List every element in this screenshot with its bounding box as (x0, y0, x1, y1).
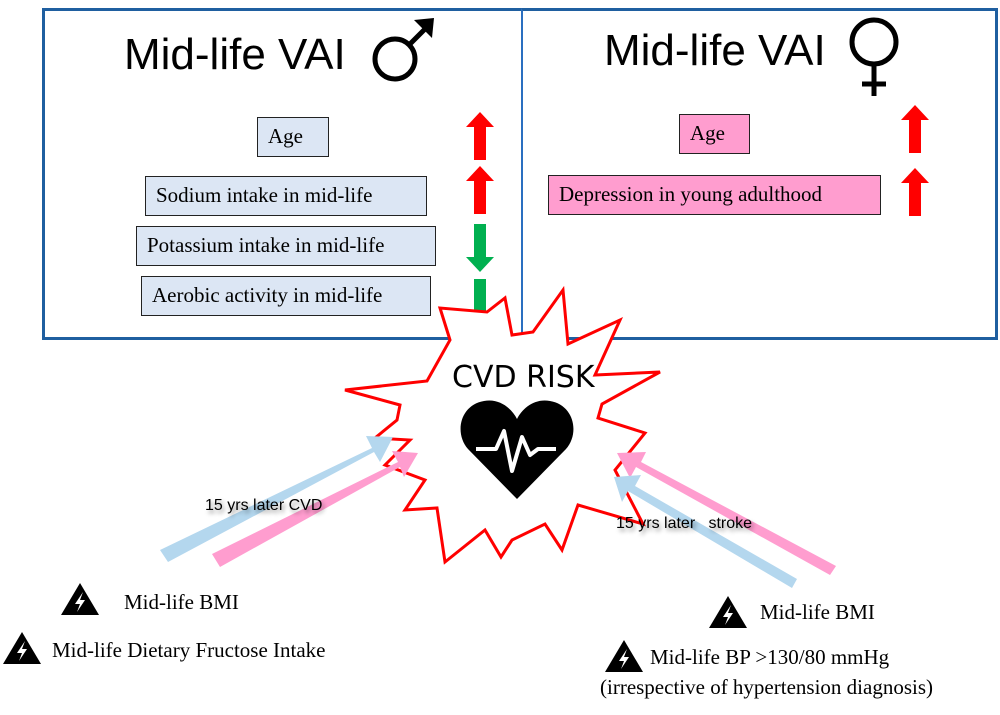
male-factor-potassium: Potassium intake in mid-life (136, 226, 436, 266)
right-female-arrow (617, 452, 836, 575)
warning-icon (3, 632, 41, 664)
up-arrow-icon (466, 166, 494, 214)
up-arrow-icon (466, 112, 494, 160)
female-symbol-icon (849, 17, 899, 96)
left-male-arrow (160, 436, 393, 562)
left-factor-fructose: Mid-life Dietary Fructose Intake (52, 638, 326, 662)
male-symbol-icon (372, 18, 434, 82)
right-factor-bmi: Mid-life BMI (760, 600, 875, 624)
warning-icon (709, 596, 747, 628)
female-factor-age: Age (679, 114, 750, 154)
male-factor-aerobic: Aerobic activity in mid-life (141, 276, 431, 316)
female-factor-depression: Depression in young adulthood (548, 175, 881, 215)
left-path-label: 15 yrs later CVD (205, 497, 323, 514)
female-panel-title: Mid-life VAI (604, 26, 826, 75)
right-path-label: 15 yrs later stroke (616, 515, 753, 532)
male-panel-title: Mid-life VAI (124, 30, 346, 79)
left-female-arrow (212, 451, 418, 567)
male-factor-sodium: Sodium intake in mid-life (145, 176, 427, 216)
right-factor-bp: Mid-life BP >130/80 mmHg (650, 645, 890, 669)
warning-icon (61, 583, 99, 615)
heart-ecg-icon (460, 400, 574, 499)
right-factor-bp-note: (irrespective of hypertension diagnosis) (600, 675, 933, 699)
down-arrow-icon (466, 224, 494, 272)
cvd-risk-title: CVD RISK (452, 360, 595, 395)
male-factor-age: Age (257, 117, 329, 157)
up-arrow-icon (901, 168, 929, 216)
left-factor-bmi: Mid-life BMI (124, 590, 239, 614)
right-male-arrow (614, 475, 797, 588)
warning-icon (605, 640, 643, 672)
up-arrow-icon (901, 105, 929, 153)
